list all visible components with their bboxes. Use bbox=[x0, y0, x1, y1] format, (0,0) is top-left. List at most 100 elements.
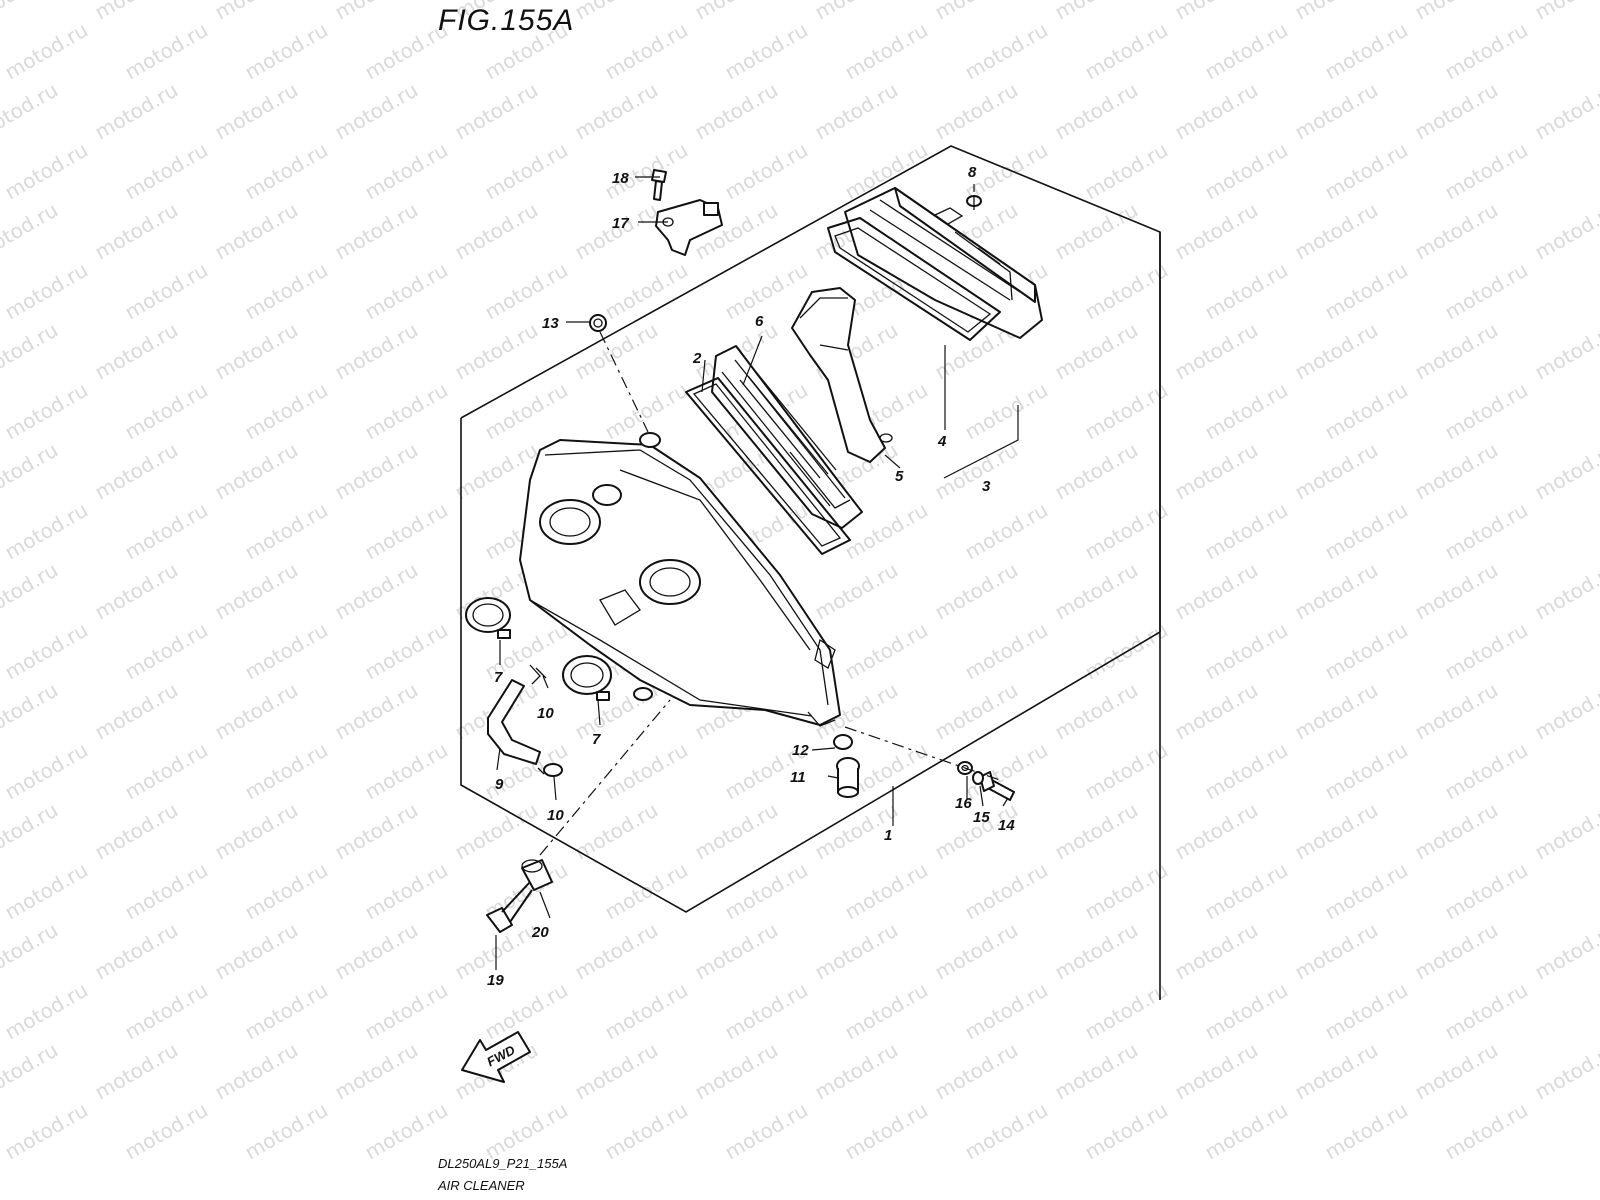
watermark-text: motod.ru bbox=[1441, 378, 1532, 445]
watermark-text: motod.ru bbox=[121, 738, 212, 805]
assembly-frame bbox=[460, 145, 1161, 1000]
watermark-text: motod.ru bbox=[331, 798, 422, 865]
watermark-text: motod.ru bbox=[1, 978, 92, 1045]
watermark-text: motod.ru bbox=[691, 0, 782, 24]
callout-20: 20 bbox=[531, 924, 549, 941]
watermark-text: motod.ru bbox=[0, 0, 62, 24]
watermark-text: motod.ru bbox=[1, 858, 92, 925]
clamp-upper bbox=[465, 597, 511, 639]
sensor-bolt bbox=[651, 169, 667, 201]
watermark-text: motod.ru bbox=[0, 678, 62, 745]
callout-3: 3 bbox=[982, 478, 991, 495]
watermark-text: motod.ru bbox=[1, 618, 92, 685]
watermark-text: motod.ru bbox=[961, 378, 1052, 445]
watermark-text: motod.ru bbox=[211, 0, 302, 24]
watermark-text: motod.ru bbox=[331, 198, 422, 265]
watermark-text: motod.ru bbox=[1531, 678, 1600, 745]
watermark-text: motod.ru bbox=[1291, 438, 1382, 505]
watermark-text: motod.ru bbox=[1201, 18, 1292, 85]
watermark-text: motod.ru bbox=[121, 618, 212, 685]
callout-11: 11 bbox=[790, 769, 806, 786]
sensor bbox=[655, 199, 723, 256]
watermark-text: motod.ru bbox=[1081, 138, 1172, 205]
watermark-text: motod.ru bbox=[1081, 978, 1172, 1045]
clamp-lower bbox=[562, 655, 612, 701]
watermark-text: motod.ru bbox=[211, 798, 302, 865]
watermark-text: motod.ru bbox=[1051, 0, 1142, 24]
watermark-text: motod.ru bbox=[91, 918, 182, 985]
watermark-text: motod.ru bbox=[1081, 258, 1172, 325]
watermark-text: motod.ru bbox=[1201, 138, 1292, 205]
watermark-text: motod.ru bbox=[1321, 738, 1412, 805]
watermark-text: motod.ru bbox=[0, 1038, 62, 1105]
watermark-text: motod.ru bbox=[241, 18, 332, 85]
watermark-text: motod.ru bbox=[241, 618, 332, 685]
watermark-text: motod.ru bbox=[1291, 558, 1382, 625]
watermark-text: motod.ru bbox=[1531, 318, 1600, 385]
watermark-text: motod.ru bbox=[1171, 318, 1262, 385]
watermark-text: motod.ru bbox=[1441, 1098, 1532, 1165]
watermark-text: motod.ru bbox=[1051, 1038, 1142, 1105]
watermark-text: motod.ru bbox=[1291, 918, 1382, 985]
watermark-text: motod.ru bbox=[571, 318, 662, 385]
watermark-text: motod.ru bbox=[211, 1038, 302, 1105]
grommet-top bbox=[589, 314, 607, 332]
watermark-text: motod.ru bbox=[1081, 738, 1172, 805]
watermark-text: motod.ru bbox=[811, 78, 902, 145]
watermark-text: motod.ru bbox=[1411, 198, 1502, 265]
watermark-text: motod.ru bbox=[361, 258, 452, 325]
watermark-text: motod.ru bbox=[1291, 0, 1382, 24]
watermark-text: motod.ru bbox=[1201, 1098, 1292, 1165]
watermark-text: motod.ru bbox=[1411, 318, 1502, 385]
callout-15: 15 bbox=[973, 809, 990, 826]
watermark-text: motod.ru bbox=[241, 1098, 332, 1165]
watermark-text: motod.ru bbox=[1171, 558, 1262, 625]
watermark-text: motod.ru bbox=[571, 78, 662, 145]
watermark-text: motod.ru bbox=[1411, 0, 1502, 24]
watermark-text: motod.ru bbox=[241, 378, 332, 445]
watermark-text: motod.ru bbox=[1171, 918, 1262, 985]
watermark-text: motod.ru bbox=[121, 498, 212, 565]
watermark-text: motod.ru bbox=[1051, 798, 1142, 865]
callout-10-upper: 10 bbox=[537, 705, 554, 722]
watermark-text: motod.ru bbox=[1171, 198, 1262, 265]
element-gasket bbox=[685, 377, 851, 555]
watermark-text: motod.ru bbox=[331, 0, 422, 24]
watermark-text: motod.ru bbox=[811, 558, 902, 625]
sensor-grommet bbox=[521, 859, 553, 891]
drain-plug bbox=[836, 757, 860, 798]
watermark-text: motod.ru bbox=[361, 858, 452, 925]
figure-title: FIG.155A bbox=[438, 4, 574, 37]
callout-7-lower: 7 bbox=[592, 731, 601, 748]
watermark-text: motod.ru bbox=[1171, 78, 1262, 145]
callout-19: 19 bbox=[487, 972, 504, 989]
callout-1: 1 bbox=[884, 827, 892, 844]
watermark-text: motod.ru bbox=[211, 438, 302, 505]
watermark-text: motod.ru bbox=[1171, 798, 1262, 865]
watermark-text: motod.ru bbox=[1291, 198, 1382, 265]
watermark-text: motod.ru bbox=[1291, 678, 1382, 745]
watermark-text: motod.ru bbox=[1291, 798, 1382, 865]
watermark-text: motod.ru bbox=[961, 1098, 1052, 1165]
watermark-text: motod.ru bbox=[1051, 78, 1142, 145]
watermark-text: motod.ru bbox=[1441, 498, 1532, 565]
watermark-text: motod.ru bbox=[1051, 438, 1142, 505]
watermark-text: motod.ru bbox=[211, 918, 302, 985]
watermark-text: motod.ru bbox=[1171, 678, 1262, 745]
watermark-text: motod.ru bbox=[721, 18, 812, 85]
drawing-code: DL250AL9_P21_155A bbox=[438, 1156, 567, 1171]
watermark-text: motod.ru bbox=[721, 258, 812, 325]
watermark-text: motod.ru bbox=[1441, 258, 1532, 325]
callout-9: 9 bbox=[495, 776, 504, 793]
watermark-text: motod.ru bbox=[481, 138, 572, 205]
watermark-text: motod.ru bbox=[1, 1098, 92, 1165]
watermark-text: motod.ru bbox=[1, 378, 92, 445]
watermark-text: motod.ru bbox=[121, 378, 212, 445]
watermark-text: motod.ru bbox=[1441, 978, 1532, 1045]
watermark-text: motod.ru bbox=[1441, 618, 1532, 685]
watermark-text: motod.ru bbox=[841, 1098, 932, 1165]
watermark-text: motod.ru bbox=[121, 18, 212, 85]
leader-lines bbox=[495, 176, 1019, 970]
watermark-text: motod.ru bbox=[1171, 1038, 1262, 1105]
